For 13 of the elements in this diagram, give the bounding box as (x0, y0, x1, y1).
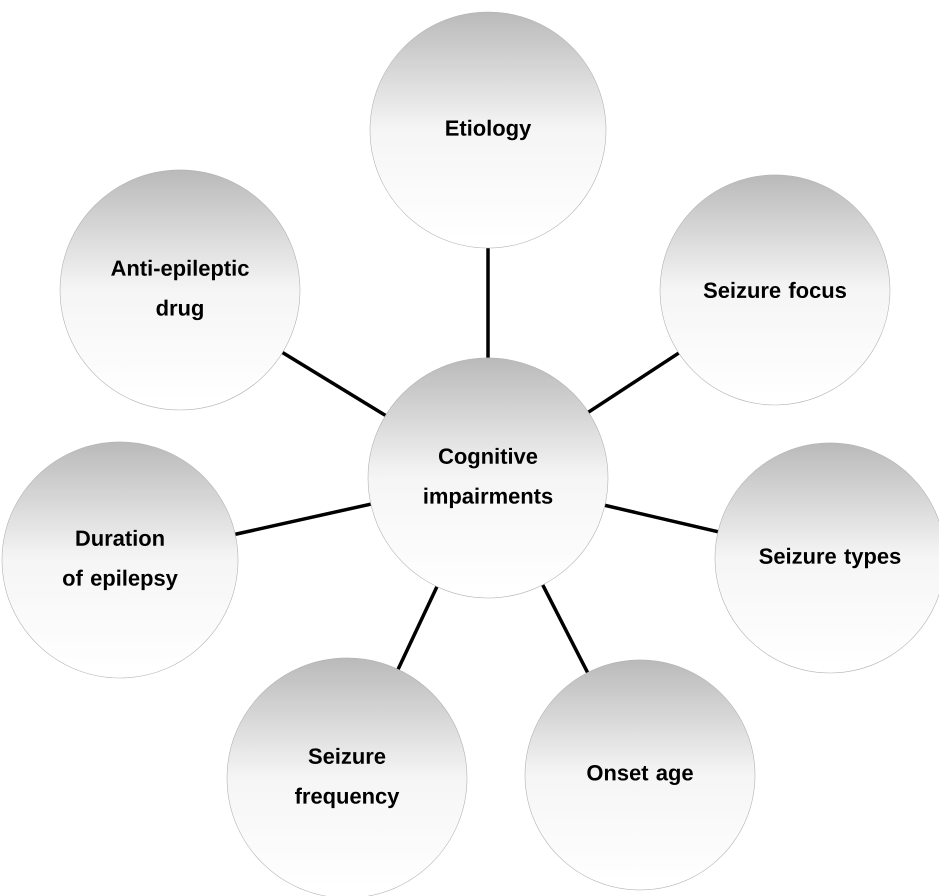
circle-node: Cognitive impairments (368, 358, 608, 598)
circle-node: Duration of epilepsy (2, 442, 238, 678)
connector-line (235, 502, 371, 536)
connector-line (282, 351, 386, 417)
connector-line (588, 352, 680, 414)
connector-line (604, 504, 718, 534)
circle-node: Etiology (370, 12, 606, 248)
connector-line (396, 586, 438, 670)
circle-node: Anti-epileptic drug (60, 170, 300, 410)
circle-node: Onset age (524, 660, 756, 890)
connector-line (486, 248, 490, 358)
circle-node: Seizure focus (660, 174, 890, 406)
connector-line (541, 584, 590, 674)
